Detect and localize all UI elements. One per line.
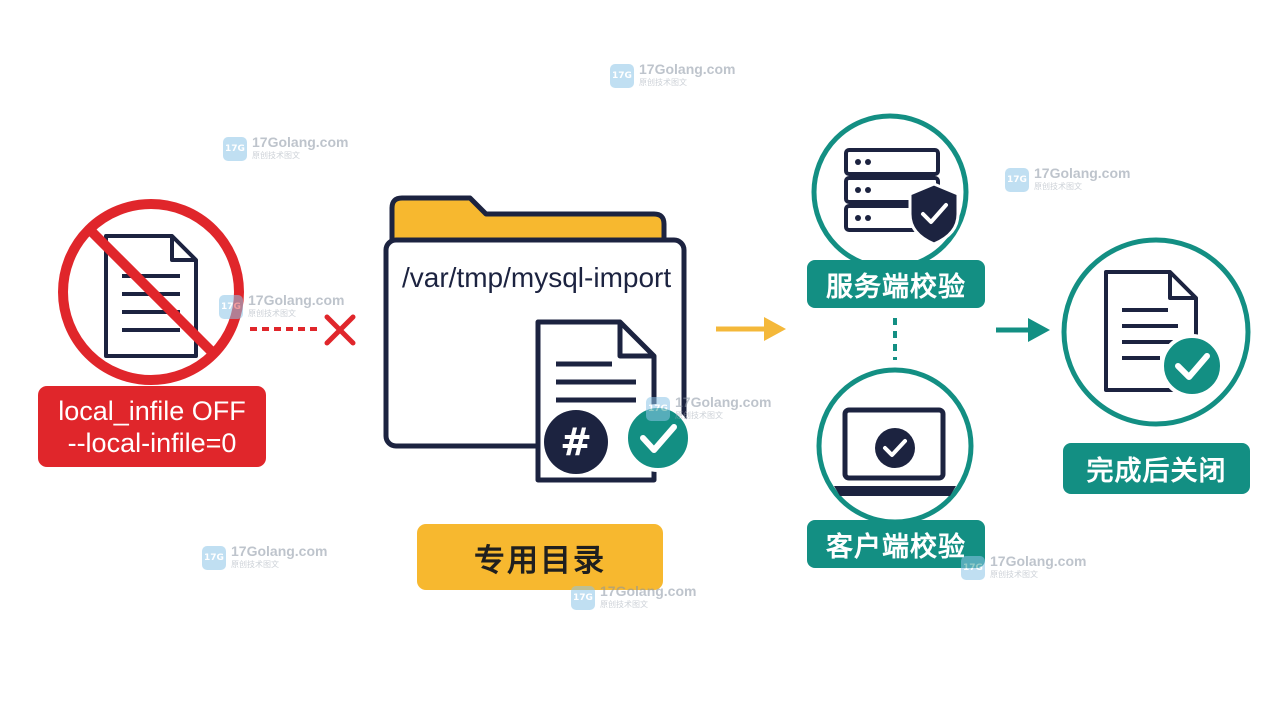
watermark-logo-icon: 17G: [223, 137, 247, 161]
watermark-sub: 原创技术图文: [231, 560, 279, 569]
arrow-icon: [996, 318, 1050, 342]
document-check-icon: [1061, 237, 1251, 427]
watermark-brand: 17Golang.com: [600, 583, 697, 599]
watermark-sub: 原创技术图文: [675, 411, 723, 420]
watermark-sub: 原创技术图文: [990, 570, 1038, 579]
watermark-logo-icon: 17G: [1005, 168, 1029, 192]
client-check-label: 客户端校验: [807, 520, 985, 568]
watermark-logo-icon: 17G: [646, 397, 670, 421]
close-after-done-label: 完成后关闭: [1063, 443, 1250, 494]
watermark-brand: 17Golang.com: [1034, 165, 1131, 181]
folder-path: /var/tmp/mysql-import: [402, 262, 672, 293]
server-shield-icon: [811, 113, 969, 271]
dedicated-directory-label: 专用目录: [417, 524, 663, 590]
watermark-logo-icon: 17G: [961, 556, 985, 580]
prohibited-document-icon: [58, 199, 244, 385]
badge-line-1: local_infile OFF: [58, 395, 246, 426]
svg-text:#: #: [560, 420, 592, 464]
arrow-icon: [716, 317, 786, 341]
watermark-sub: 原创技术图文: [639, 78, 687, 87]
watermark-sub: 原创技术图文: [248, 309, 296, 318]
watermark-brand: 17Golang.com: [990, 553, 1087, 569]
watermark-sub: 原创技术图文: [252, 151, 300, 160]
server-check-label: 服务端校验: [807, 260, 985, 308]
watermark-brand: 17Golang.com: [675, 394, 772, 410]
watermark-brand: 17Golang.com: [252, 134, 349, 150]
watermark-brand: 17Golang.com: [248, 292, 345, 308]
watermark-brand: 17Golang.com: [231, 543, 328, 559]
badge-line-2: --local-infile=0: [67, 427, 237, 458]
hash-icon: #: [544, 410, 608, 474]
watermark-logo-icon: 17G: [219, 295, 243, 319]
local-infile-disabled-badge: local_infile OFF --local-infile=0: [38, 386, 266, 467]
watermark-sub: 原创技术图文: [600, 600, 648, 609]
laptop-check-icon: [816, 367, 974, 525]
watermark-logo-icon: 17G: [202, 546, 226, 570]
watermark-brand: 17Golang.com: [639, 61, 736, 77]
watermark-sub: 原创技术图文: [1034, 182, 1082, 191]
watermark-logo-icon: 17G: [610, 64, 634, 88]
watermark-logo-icon: 17G: [571, 586, 595, 610]
blocked-connector: [250, 314, 356, 346]
